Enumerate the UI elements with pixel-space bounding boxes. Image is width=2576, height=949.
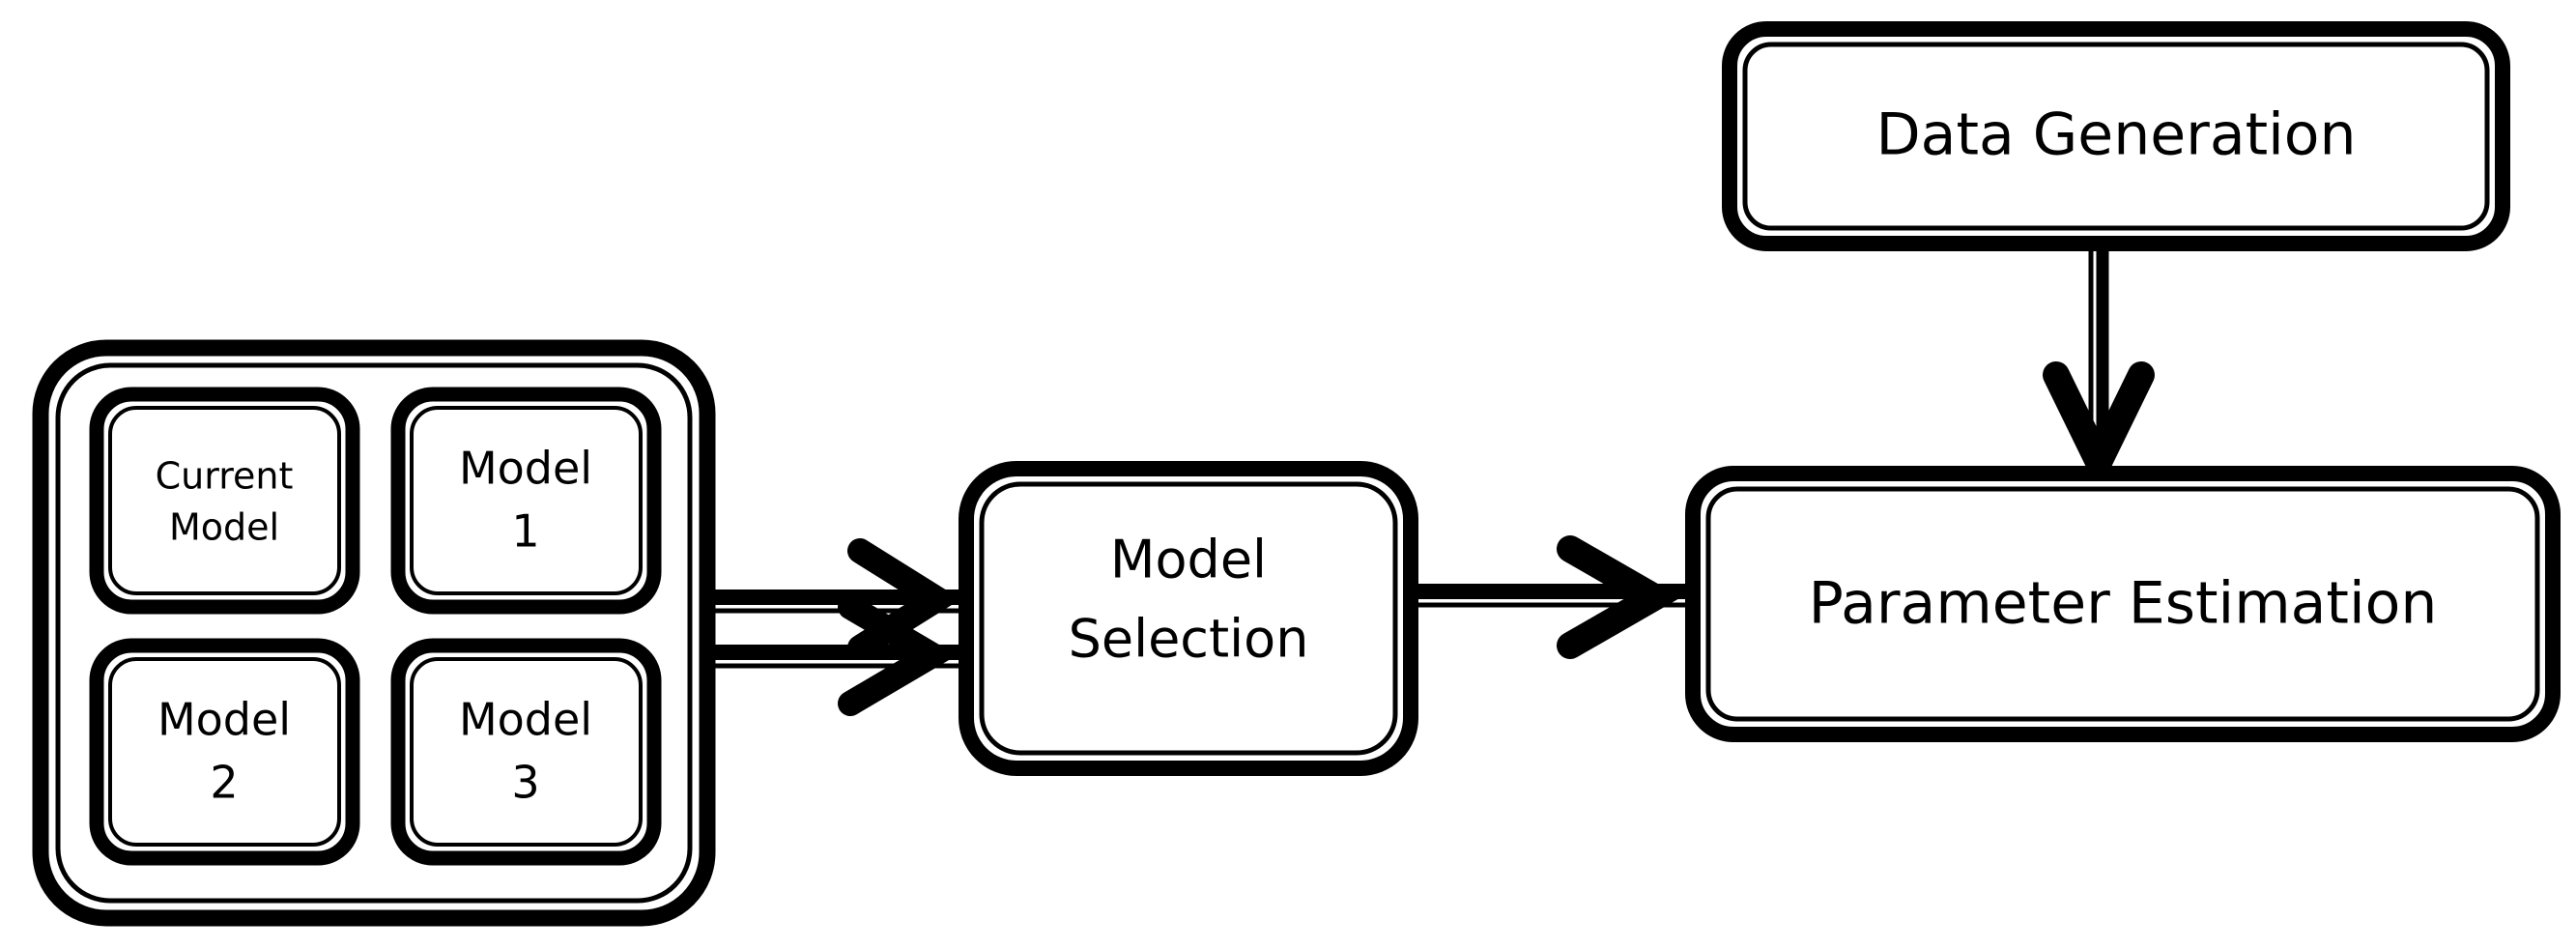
arrowhead-down-icon <box>2043 361 2155 493</box>
connector-generation-to-estimation <box>2043 242 2155 493</box>
node-parameter-estimation[interactable]: Parameter Estimation <box>1685 466 2561 742</box>
connector-pool-to-selection-top <box>701 538 966 660</box>
model-pool-item-current-model[interactable]: Current Model <box>89 387 360 615</box>
arrowhead-right-icon <box>838 594 958 716</box>
model-pool-item-label-line2: 3 <box>511 757 539 809</box>
node-parameter-estimation-label: Parameter Estimation <box>1809 570 2438 638</box>
model-pool-item-label-line2: 2 <box>210 757 238 809</box>
model-pool-item-label-line1: Model <box>157 694 291 746</box>
connector-pool-to-selection-bottom <box>701 594 966 716</box>
model-pool-container[interactable]: Current Model Model 1 Model 2 Mo <box>32 339 716 927</box>
node-model-selection-label-line1: Model <box>1110 530 1267 590</box>
model-pool-item-label-line1: Model <box>459 443 592 495</box>
node-model-selection-label-line2: Selection <box>1069 609 1309 670</box>
node-model-selection[interactable]: Model Selection <box>959 461 1418 776</box>
model-pool-item-label-line1: Current <box>156 455 294 498</box>
model-pool-item-model-1[interactable]: Model 1 <box>390 387 662 615</box>
model-pool-item-model-2[interactable]: Model 2 <box>89 638 360 866</box>
node-data-generation[interactable]: Data Generation <box>1722 21 2510 251</box>
connector-selection-to-estimation <box>1418 535 1701 659</box>
node-data-generation-label: Data Generation <box>1875 101 2356 169</box>
model-pool-item-label-line2: Model <box>169 506 279 549</box>
model-pool-item-label-line1: Model <box>459 694 592 746</box>
model-pool-item-label-line2: 1 <box>511 505 539 558</box>
arrowhead-right-icon <box>1557 535 1682 659</box>
model-pool-item-model-3[interactable]: Model 3 <box>390 638 662 866</box>
